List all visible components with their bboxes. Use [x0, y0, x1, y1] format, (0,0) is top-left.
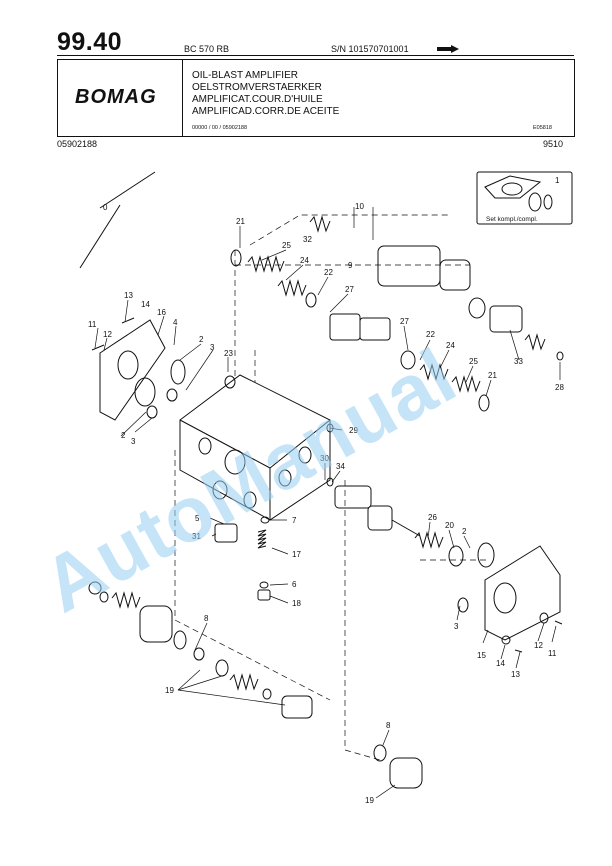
part-label-27b: 27 [400, 317, 409, 326]
leader-lines [94, 207, 561, 799]
serial-number: S/N 101570701001 [331, 44, 409, 54]
part-label-0: 0 [103, 203, 108, 212]
part-label-32: 32 [303, 235, 312, 244]
part-label-29: 29 [349, 426, 358, 435]
part-label-21b: 21 [488, 371, 497, 380]
part-label-2b: 2 [121, 431, 126, 440]
part-label-2c: 2 [462, 527, 467, 536]
part-label-17: 17 [292, 550, 301, 559]
title-de: OELSTROMVERSTAERKER [192, 82, 322, 93]
title-en: OIL-BLAST AMPLIFIER [192, 70, 298, 81]
part-label-3: 3 [210, 343, 215, 352]
part-label-21: 21 [236, 217, 245, 226]
part-label-19b: 19 [365, 796, 374, 805]
lower-plugs [214, 516, 271, 601]
part-label-8: 8 [204, 614, 209, 623]
part-label-11b: 11 [548, 649, 557, 658]
arrow-right-icon [437, 45, 459, 53]
part-label-20: 20 [445, 521, 454, 530]
part-label-3c: 3 [454, 622, 459, 631]
part-label-13: 13 [124, 291, 133, 300]
title-fr: AMPLIFICAT.COUR.D'HUILE [192, 94, 323, 105]
part-label-14b: 14 [496, 659, 505, 668]
right-spool [326, 477, 495, 613]
part-label-30: 30 [320, 454, 329, 463]
part-label-10: 10 [355, 202, 364, 211]
part-label-26: 26 [428, 513, 437, 522]
lower-left-assembly [88, 581, 313, 719]
part-label-7: 7 [292, 516, 297, 525]
title-es: AMPLIFICAD.CORR.DE ACEITE [192, 106, 340, 117]
part-label-23: 23 [224, 349, 233, 358]
bomag-logo: BOMAG [75, 86, 157, 108]
page-number: 99.40 [57, 28, 123, 56]
part-label-31: 31 [192, 532, 201, 541]
part-label-19: 19 [165, 686, 174, 695]
part-label-12b: 12 [534, 641, 543, 650]
part-label-22b: 22 [426, 330, 435, 339]
left-cover-plate [91, 317, 186, 421]
small-code: 00000 / 00 / 05902188 [192, 125, 248, 131]
part-label-5: 5 [195, 514, 200, 523]
header-box [57, 59, 575, 137]
header-rule [57, 55, 574, 56]
part-label-33: 33 [514, 357, 523, 366]
part-label-9: 9 [348, 261, 353, 270]
set-label: Set kompl./compl. [486, 216, 538, 223]
document-number: 05902188 [57, 139, 98, 149]
part-label-15: 15 [477, 651, 486, 660]
part-label-3b: 3 [131, 437, 136, 446]
part-label-16: 16 [157, 308, 166, 317]
part-label-28: 28 [555, 383, 564, 392]
part-label-14: 14 [141, 300, 150, 309]
upper-spool [230, 215, 564, 412]
part-label-25: 25 [282, 241, 291, 250]
part-label-18: 18 [292, 599, 301, 608]
part-label-8b: 8 [386, 721, 391, 730]
revision: 9510 [543, 139, 564, 149]
valve-body [179, 374, 334, 521]
bottom-plug [373, 744, 423, 789]
part-label-22: 22 [324, 268, 333, 277]
set-kit-box: 1 Set kompl./compl. [476, 171, 573, 225]
part-label-6: 6 [292, 580, 297, 589]
part-label-2: 2 [199, 335, 204, 344]
part-label-24b: 24 [446, 341, 455, 350]
part-label-25b: 25 [469, 357, 478, 366]
model-label: BC 570 RB [184, 44, 230, 54]
part-labels: 21 25 24 22 27 32 10 9 13 14 16 4 11 12 … [88, 202, 564, 805]
part-label-1: 1 [555, 176, 560, 185]
part-label-4: 4 [173, 318, 178, 327]
small-ref: E05818 [533, 125, 552, 131]
leader-0 [79, 171, 156, 269]
right-cover-plate [484, 545, 563, 653]
part-label-11: 11 [88, 320, 97, 329]
part-label-12: 12 [103, 330, 112, 339]
part-label-27: 27 [345, 285, 354, 294]
part-label-13b: 13 [511, 670, 520, 679]
part-label-24: 24 [300, 256, 309, 265]
logo-cell [57, 59, 183, 137]
part-label-34: 34 [336, 462, 345, 471]
